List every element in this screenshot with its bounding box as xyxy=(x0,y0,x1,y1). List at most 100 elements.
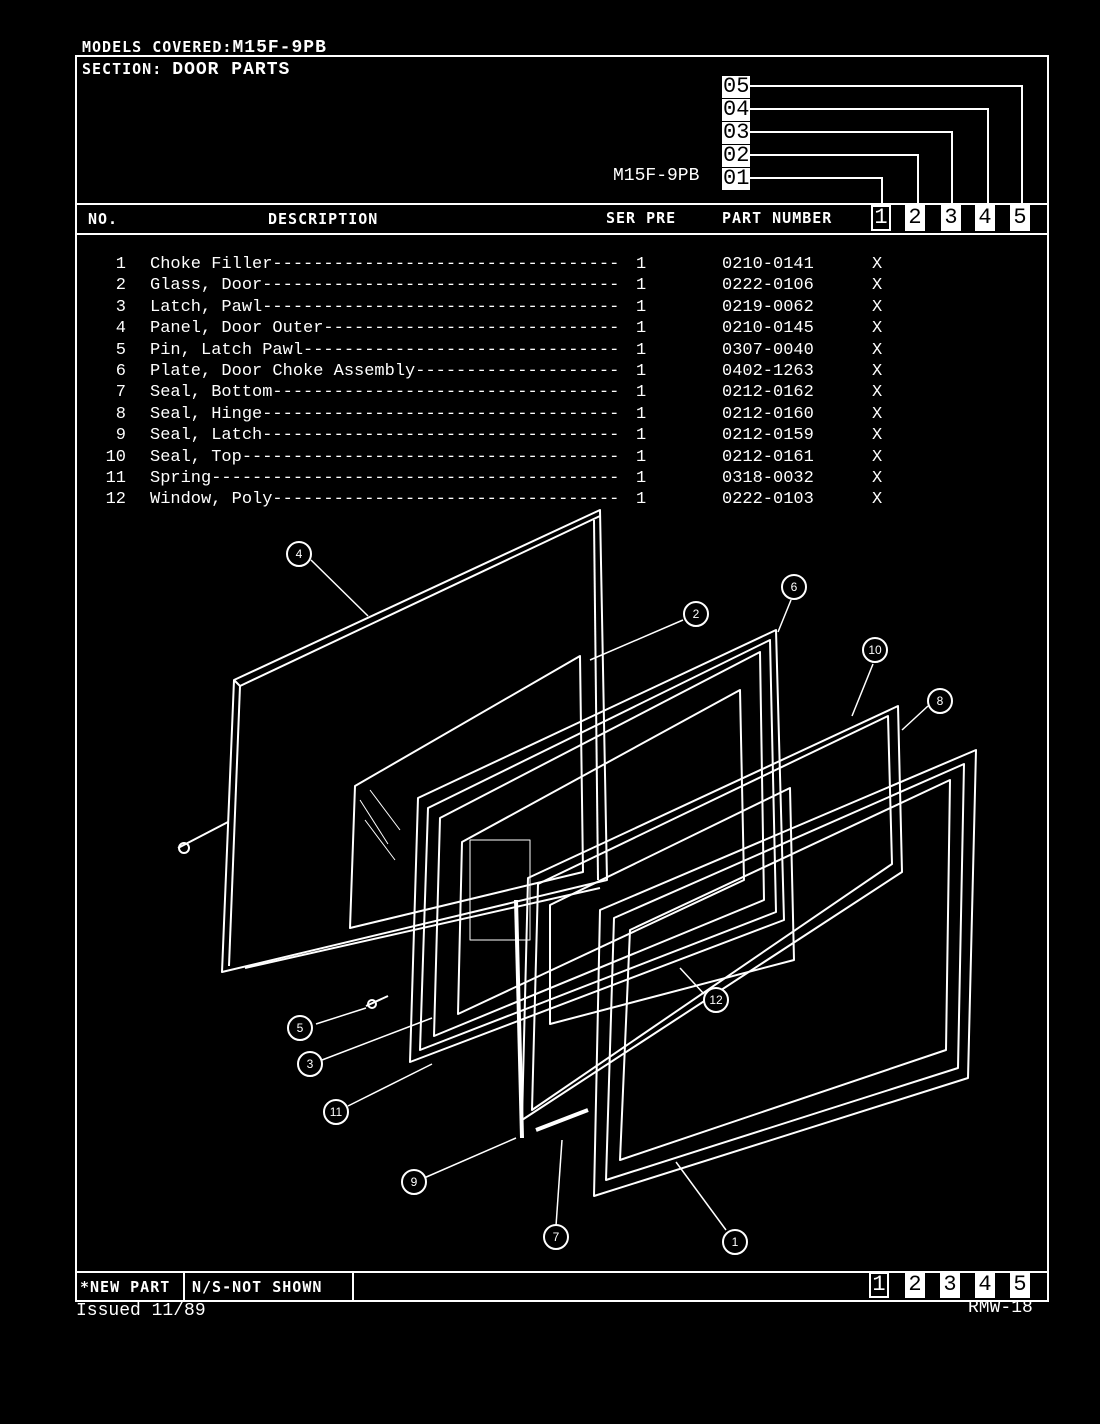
callout-6: 6 xyxy=(781,574,807,600)
callout-2: 2 xyxy=(683,601,709,627)
section-label: SECTION: xyxy=(82,60,163,78)
callout-label: 10 xyxy=(868,643,882,657)
issued-date: Issued 11/89 xyxy=(76,1301,206,1321)
row-description: Spring xyxy=(150,469,212,488)
callout-12: 12 xyxy=(703,987,729,1013)
model-col-1: 1 xyxy=(871,205,891,231)
callout-11: 11 xyxy=(323,1099,349,1125)
row-model-1-mark: X xyxy=(872,469,883,488)
table-row: 3 -----------------------------------Lat… xyxy=(0,298,1100,319)
callout-9: 9 xyxy=(401,1169,427,1195)
row-part-number: 0210-0141 xyxy=(722,255,814,274)
row-description: Seal, Bottom xyxy=(150,383,273,403)
row-no: 3 xyxy=(115,297,126,317)
row-description: Pin, Latch Pawl xyxy=(150,340,304,360)
callout-5: 5 xyxy=(287,1015,313,1041)
row-model-1-mark: X xyxy=(872,426,883,446)
row-dot-leader: ---------------------------------- xyxy=(150,490,620,510)
row-model-1-mark: X xyxy=(872,319,883,339)
footer-new-part: *NEW PART xyxy=(80,1278,171,1296)
row-no: 10 xyxy=(105,447,126,467)
row-part-number: 0222-0106 xyxy=(722,276,814,296)
callout-leaders xyxy=(310,559,929,1231)
callout-label: 11 xyxy=(330,1105,343,1119)
row-dot-leader: ---------------------------------- xyxy=(150,383,620,403)
row-description: Latch, Pawl xyxy=(150,297,263,317)
table-row: 4 -----------------------------Panel, Do… xyxy=(0,319,1100,340)
row-dot-leader: -------------------- xyxy=(150,362,620,381)
door-outer-panel xyxy=(221,509,608,973)
row-no: 7 xyxy=(115,383,126,403)
row-no: 5 xyxy=(115,340,126,360)
footer-divider-1 xyxy=(183,1271,185,1302)
row-model-1-mark: X xyxy=(872,276,883,296)
door-glass xyxy=(349,655,584,929)
table-row: 10 -------------------------------------… xyxy=(0,448,1100,469)
callout-7: 7 xyxy=(543,1224,569,1250)
row-dot-leader: ---------------------------------------- xyxy=(150,469,620,488)
callout-label: 5 xyxy=(297,1021,304,1035)
callout-8: 8 xyxy=(927,688,953,714)
callout-label: 3 xyxy=(307,1057,314,1071)
page-frame xyxy=(75,55,1049,1302)
row-part-number: 0212-0159 xyxy=(722,426,814,446)
small-parts xyxy=(177,821,589,1139)
row-no: 8 xyxy=(115,404,126,424)
row-model-1-mark: X xyxy=(872,297,883,317)
row-ser-pre: 1 xyxy=(636,426,647,446)
table-row: 7 ----------------------------------Seal… xyxy=(0,383,1100,404)
row-description: Glass, Door xyxy=(150,276,263,296)
row-model-1-mark: X xyxy=(872,383,883,403)
row-description: Choke Filler xyxy=(150,255,273,274)
col-header-no: NO. xyxy=(88,210,119,228)
callout-1: 1 xyxy=(722,1229,748,1255)
row-part-number: 0212-0160 xyxy=(722,404,814,424)
row-ser-pre: 1 xyxy=(636,362,647,381)
footer-model-1: 1 xyxy=(869,1272,889,1298)
row-description: Plate, Door Choke Assembly xyxy=(150,362,416,381)
model-col-5: 5 xyxy=(1010,205,1030,231)
callout-label: 1 xyxy=(732,1235,739,1249)
row-part-number: 0210-0145 xyxy=(722,319,814,339)
row-no: 12 xyxy=(105,490,126,510)
row-ser-pre: 1 xyxy=(636,297,647,317)
table-row: 1 ----------------------------------Chok… xyxy=(0,255,1100,276)
serial-connector-lines xyxy=(750,85,1023,203)
row-ser-pre: 1 xyxy=(636,469,647,488)
table-row: 5 -------------------------------Pin, La… xyxy=(0,341,1100,362)
models-covered-value: M15F-9PB xyxy=(232,38,327,58)
row-description: Panel, Door Outer xyxy=(150,319,324,339)
row-dot-leader: ---------------------------------- xyxy=(150,255,620,274)
row-no: 1 xyxy=(115,255,126,274)
row-no: 11 xyxy=(105,469,126,488)
callout-label: 9 xyxy=(411,1175,418,1189)
row-part-number: 0212-0162 xyxy=(722,383,814,403)
serial-code-01: 01 xyxy=(722,166,750,191)
callout-label: 7 xyxy=(553,1230,560,1244)
row-dot-leader: ----------------------------------- xyxy=(150,426,620,446)
model-col-2: 2 xyxy=(905,205,925,231)
row-model-1-mark: X xyxy=(872,362,883,381)
choke-filler-frame xyxy=(593,749,977,1197)
row-ser-pre: 1 xyxy=(636,447,647,467)
model-label: M15F-9PB xyxy=(613,166,700,186)
row-ser-pre: 1 xyxy=(636,404,647,424)
footer-model-2: 2 xyxy=(905,1272,925,1298)
footer-top-rule xyxy=(75,1271,1049,1273)
row-part-number: 0318-0032 xyxy=(722,469,814,488)
row-part-number: 0219-0062 xyxy=(722,297,814,317)
row-description: Window, Poly xyxy=(150,490,273,510)
callout-label: 2 xyxy=(693,607,700,621)
column-header-top-rule xyxy=(75,203,1049,205)
column-header-bottom-rule xyxy=(75,233,1049,235)
section-title: SECTION: DOOR PARTS xyxy=(82,60,290,80)
footer-not-shown: N/S-NOT SHOWN xyxy=(192,1278,323,1296)
row-no: 9 xyxy=(115,426,126,446)
col-header-ser-pre: SER PRE xyxy=(606,209,677,227)
row-ser-pre: 1 xyxy=(636,490,647,510)
footer-divider-2 xyxy=(352,1271,354,1302)
callout-label: 6 xyxy=(791,580,798,594)
callout-3: 3 xyxy=(297,1051,323,1077)
callout-label: 12 xyxy=(709,993,723,1007)
